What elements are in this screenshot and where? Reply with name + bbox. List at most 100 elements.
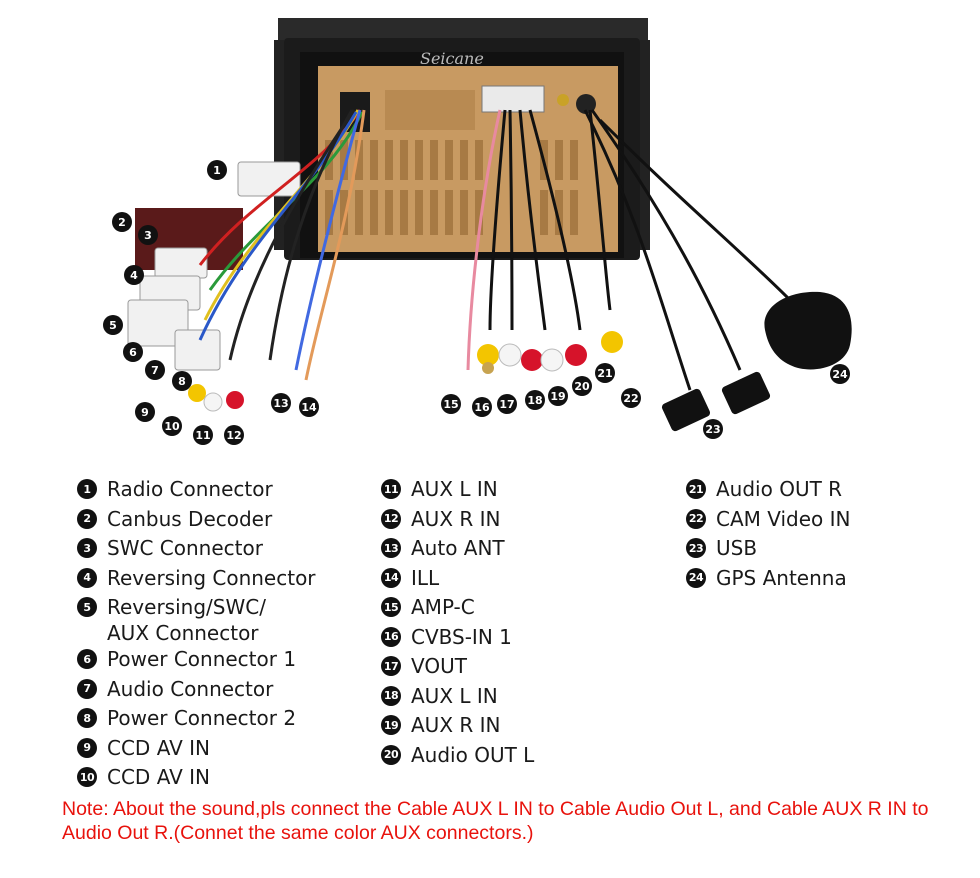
- callout-4: 4: [124, 265, 144, 285]
- legend-label: GPS Antenna: [716, 565, 847, 590]
- callout-24: 24: [830, 364, 850, 384]
- svg-text:17: 17: [499, 398, 514, 411]
- number-badge: 10: [77, 767, 97, 787]
- legend-label: CCD AV IN: [107, 735, 210, 760]
- number-badge: 12: [381, 508, 401, 529]
- svg-text:8: 8: [178, 375, 186, 388]
- svg-text:7: 7: [151, 364, 159, 377]
- callout-12: 12: [224, 425, 244, 445]
- svg-text:12: 12: [226, 429, 241, 442]
- svg-text:9: 9: [141, 406, 149, 419]
- svg-text:24: 24: [832, 368, 848, 381]
- callout-18: 18: [525, 390, 545, 410]
- callout-1: 1: [207, 160, 227, 180]
- number-badge: 9: [77, 737, 97, 758]
- legend-item: 3 SWC Connector: [77, 535, 316, 565]
- number-badge: 17: [381, 656, 401, 676]
- svg-text:10: 10: [164, 420, 180, 433]
- callout-20: 20: [572, 376, 592, 396]
- callout-2: 2: [112, 212, 132, 232]
- number-badge: 4: [77, 567, 97, 588]
- number-badge: 22: [686, 508, 706, 529]
- legend-label: CAM Video IN: [716, 506, 851, 531]
- legend-label: Canbus Decoder: [107, 506, 273, 531]
- usb-plug: [661, 388, 711, 432]
- number-badge: 2: [77, 508, 97, 529]
- callout-15: 15: [441, 394, 461, 414]
- legend-item: 7 Audio Connector: [77, 676, 316, 706]
- legend-item: 14 ILL: [381, 565, 534, 595]
- legend-label: AUX R IN: [411, 713, 501, 737]
- head-unit: [274, 18, 650, 260]
- callout-16: 16: [472, 397, 492, 417]
- number-badge: 15: [381, 597, 401, 617]
- svg-text:3: 3: [144, 229, 152, 242]
- sound-note: Note: About the sound,pls connect the Ca…: [62, 798, 929, 844]
- legend-item: 17 VOUT: [381, 653, 534, 683]
- legend-item: 22 CAM Video IN: [686, 506, 851, 536]
- number-badge: 5: [77, 597, 97, 617]
- legend-label: Reversing/SWC/ AUX Connector: [107, 595, 266, 645]
- number-badge: 19: [381, 715, 401, 735]
- brand-text: Seicane: [420, 49, 484, 68]
- legend-label: VOUT: [411, 654, 467, 678]
- callout-5: 5: [103, 315, 123, 335]
- svg-text:11: 11: [195, 429, 210, 442]
- legend-label: Power Connector 2: [107, 706, 297, 730]
- number-badge: 1: [77, 479, 97, 499]
- legend-label: Audio Connector: [107, 676, 274, 701]
- svg-text:6: 6: [129, 346, 137, 359]
- number-badge: 14: [381, 567, 401, 588]
- legend-item: 5 Reversing/SWC/ AUX Connector: [77, 594, 316, 646]
- legend-label: AUX L IN: [411, 477, 498, 501]
- legend-item: 20 Audio OUT L: [381, 742, 534, 772]
- svg-text:13: 13: [273, 397, 288, 410]
- legend-label: SWC Connector: [107, 536, 263, 560]
- legend-item: 9 CCD AV IN: [77, 735, 316, 765]
- wiring-diagram: Seicane: [103, 18, 852, 445]
- legend-label: AMP-C: [411, 595, 475, 619]
- callout-6: 6: [123, 342, 143, 362]
- legend-label: Audio OUT L: [411, 742, 535, 767]
- legend-label: ILL: [411, 565, 440, 590]
- number-badge: 18: [381, 685, 401, 706]
- svg-text:21: 21: [597, 367, 612, 380]
- callout-9: 9: [135, 402, 155, 422]
- svg-text:1: 1: [213, 164, 221, 177]
- callout-17: 17: [497, 394, 517, 414]
- svg-text:19: 19: [550, 390, 565, 403]
- number-badge: 3: [77, 538, 97, 558]
- callout-11: 11: [193, 425, 213, 445]
- callout-23: 23: [703, 419, 723, 439]
- number-badge: 13: [381, 538, 401, 558]
- svg-text:18: 18: [527, 394, 542, 407]
- legend-label: Power Connector 1: [107, 647, 297, 671]
- number-badge: 20: [381, 744, 401, 765]
- legend-label: USB: [716, 536, 758, 560]
- callout-22: 22: [621, 388, 641, 408]
- legend-label: CVBS-IN 1: [411, 624, 512, 649]
- legend-item: 11 AUX L IN: [381, 476, 534, 506]
- number-badge: 7: [77, 678, 97, 699]
- svg-text:20: 20: [574, 380, 590, 393]
- svg-text:23: 23: [705, 423, 720, 436]
- number-badge: 11: [381, 479, 401, 499]
- svg-text:15: 15: [443, 398, 458, 411]
- callout-3: 3: [138, 225, 158, 245]
